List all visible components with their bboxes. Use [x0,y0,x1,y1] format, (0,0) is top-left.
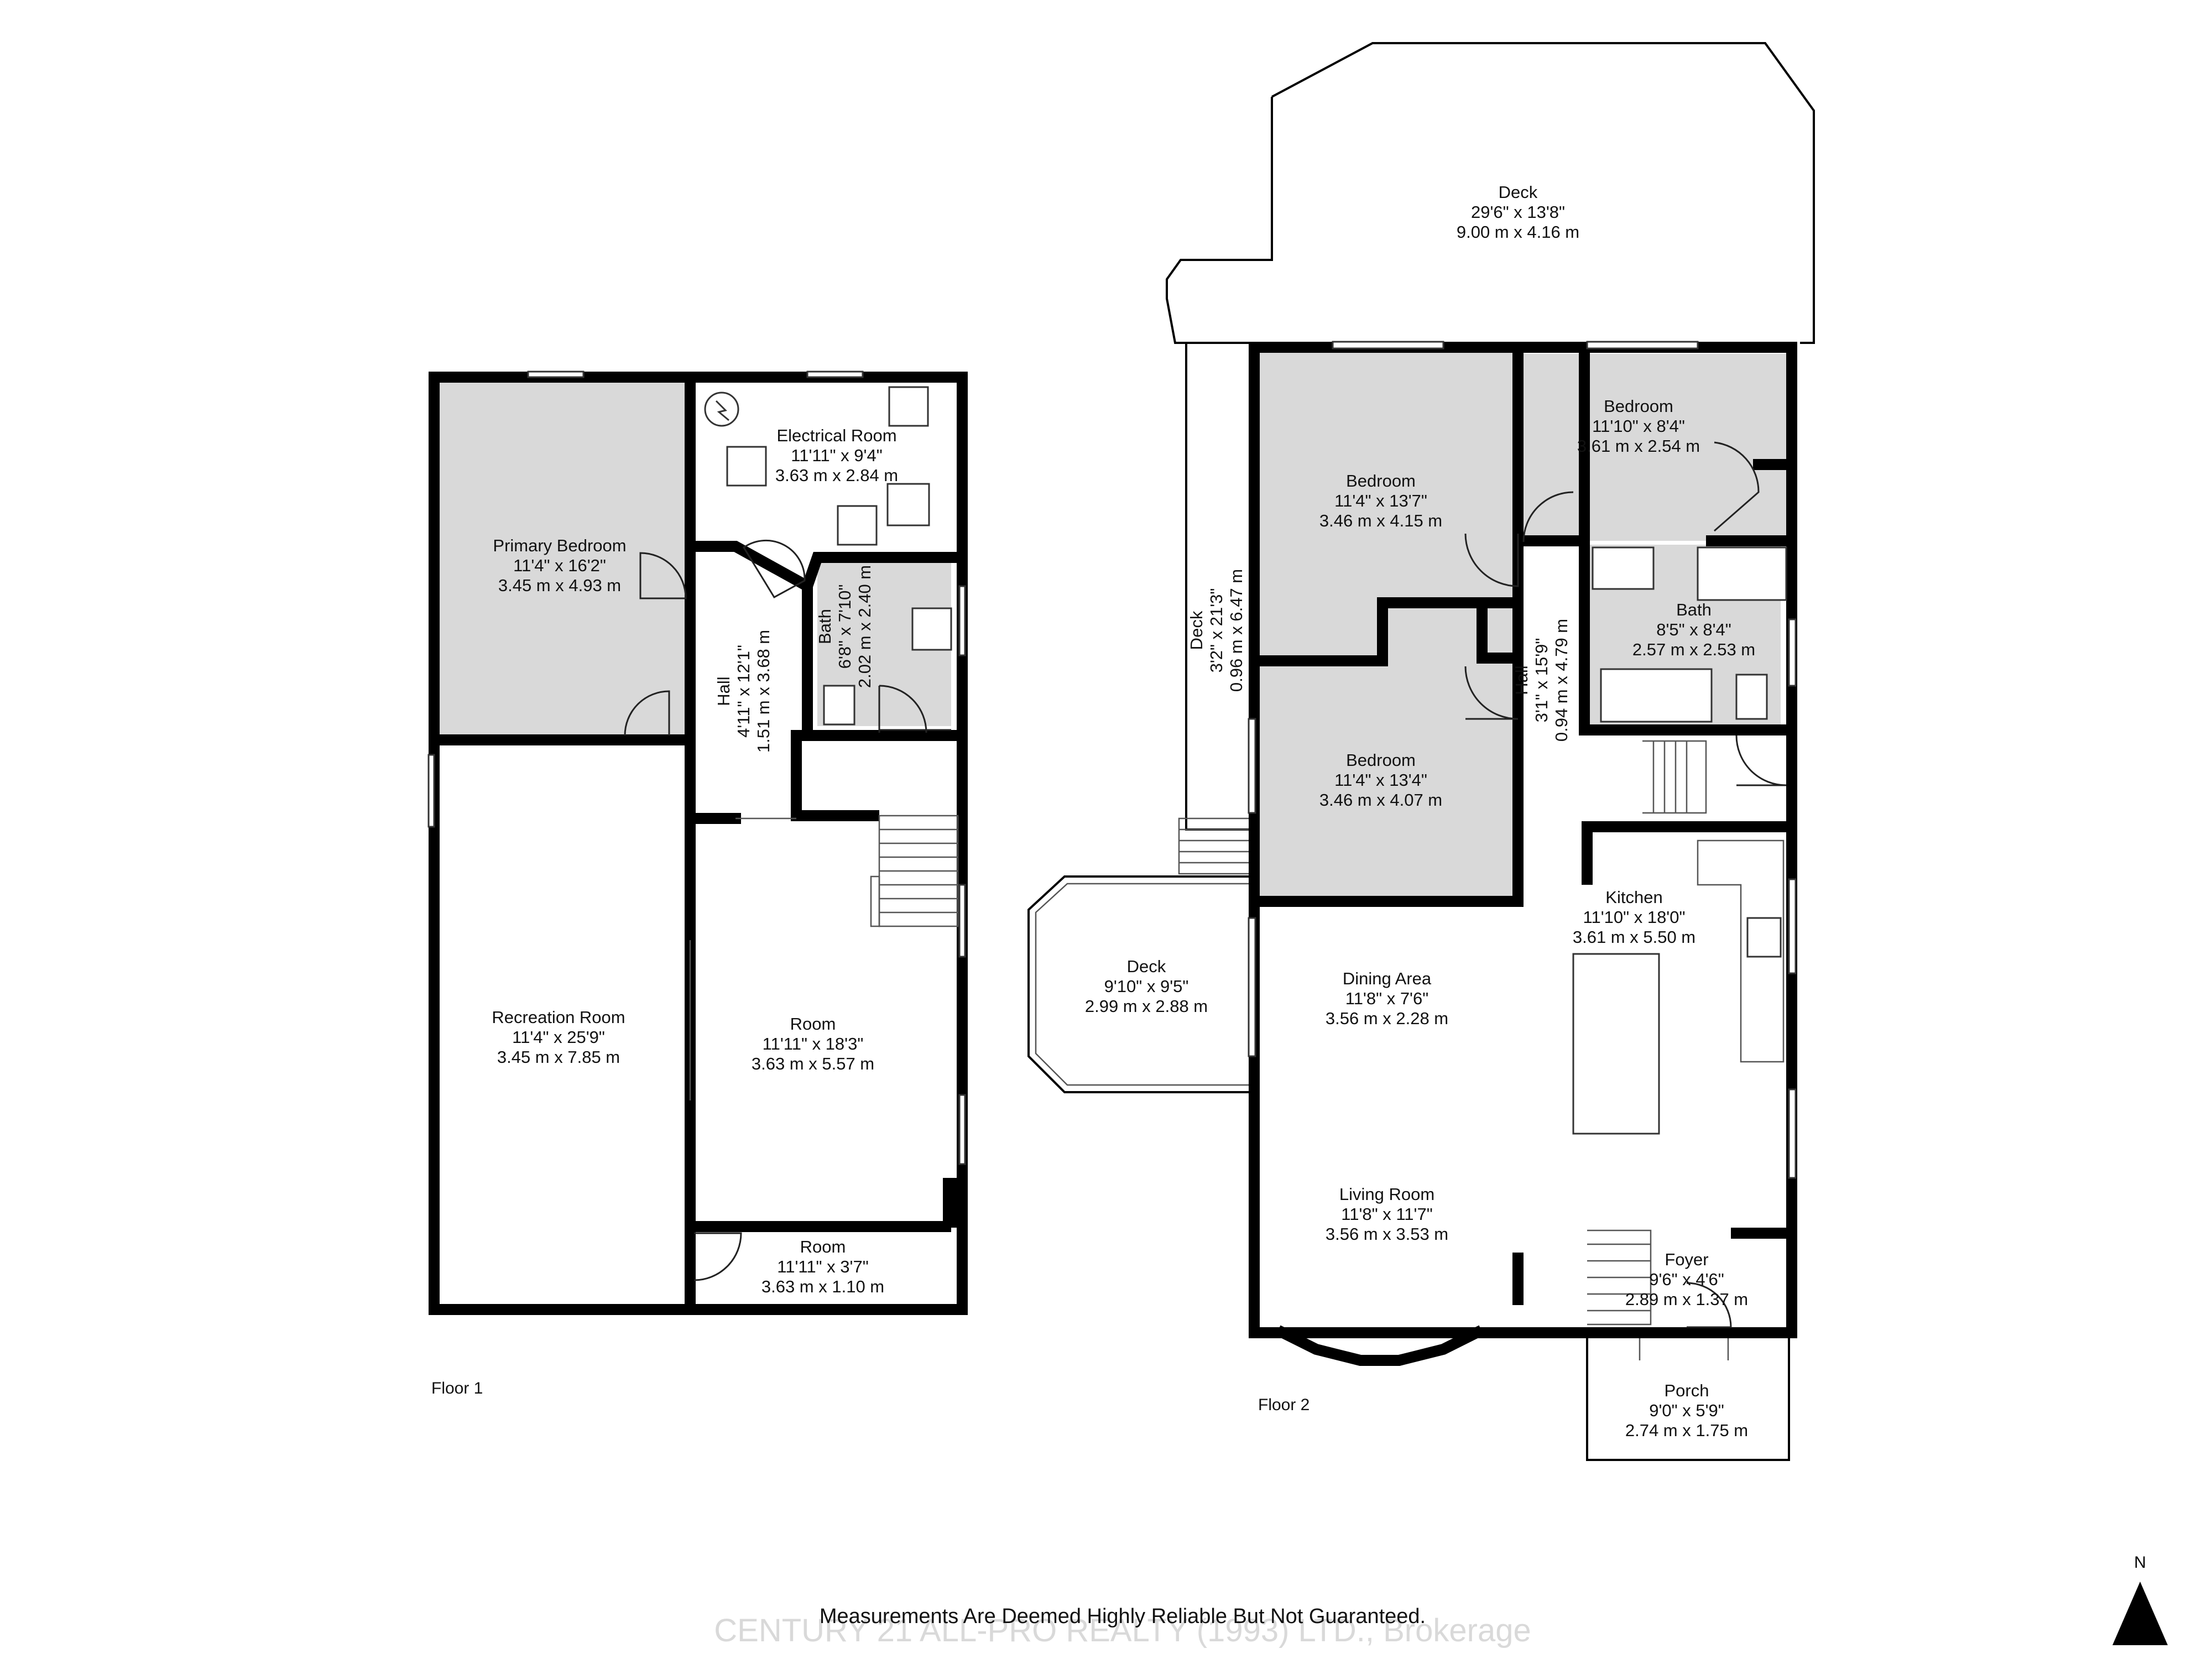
recreation-room-label: Recreation Room 11'4" x 25'9" 3.45 m x 7… [492,1008,625,1067]
compass-label: N [2134,1553,2146,1572]
room-metric: 3.63 m x 5.57 m [752,1054,874,1073]
room-name: Bedroom [1604,397,1673,416]
bedroom-2-label: Bedroom 11'10" x 8'4" 3.61 m x 2.54 m [1577,397,1700,456]
room-metric: 1.51 m x 3.68 m [754,630,773,753]
room-name: Deck [1499,182,1538,202]
room-large-label: Room 11'11" x 18'3" 3.63 m x 5.57 m [752,1014,874,1073]
room-metric: 2.99 m x 2.88 m [1085,997,1208,1016]
room-metric: 3.61 m x 5.50 m [1573,927,1695,947]
room-imperial: 11'4" x 13'7" [1334,491,1427,510]
room-imperial: 11'4" x 13'4" [1334,770,1427,790]
room-metric: 0.96 m x 6.47 m [1227,569,1246,692]
room-name: Bath [815,609,834,644]
room-imperial: 11'11" x 3'7" [777,1257,868,1276]
room-imperial: 11'11" x 9'4" [791,446,882,465]
north-arrow-icon: N [2112,1553,2168,1645]
room-imperial: 11'8" x 7'6" [1345,989,1428,1008]
floor-1-plan [427,371,968,1315]
room-name: Hall [1512,665,1531,695]
primary-bedroom-label: Primary Bedroom 11'4" x 16'2" 3.45 m x 4… [493,536,626,595]
room-name: Dining Area [1343,969,1432,988]
disclaimer: Measurements Are Deemed Highly Reliable … [820,1605,1426,1628]
bath-floor1-label: Bath 6'8" x 7'10" 2.02 m x 2.40 m [815,565,874,688]
room-name: Living Room [1339,1185,1434,1204]
room-imperial: 8'5" x 8'4" [1656,620,1731,639]
living-room-label: Living Room 11'8" x 11'7" 3.56 m x 3.53 … [1326,1185,1448,1244]
floor-1-label: Floor 1 [431,1379,483,1397]
room-imperial: 11'4" x 16'2" [513,556,606,575]
bedroom-3-label: Bedroom 11'4" x 13'4" 3.46 m x 4.07 m [1319,750,1442,810]
room-metric: 0.94 m x 4.79 m [1552,619,1571,742]
room-imperial: 11'10" x 18'0" [1583,907,1686,927]
room-metric: 3.63 m x 1.10 m [761,1277,884,1296]
room-imperial: 3'2" x 21'3" [1207,588,1226,673]
room-metric: 3.46 m x 4.07 m [1319,790,1442,810]
room-metric: 3.56 m x 2.28 m [1326,1009,1448,1028]
porch-label: Porch 9'0" x 5'9" 2.74 m x 1.75 m [1625,1381,1748,1440]
room-metric: 3.56 m x 3.53 m [1326,1224,1448,1244]
room-metric: 3.61 m x 2.54 m [1577,436,1700,456]
room-metric: 3.46 m x 4.15 m [1319,511,1442,530]
bath-floor2-label: Bath 8'5" x 8'4" 2.57 m x 2.53 m [1632,600,1755,659]
hall-floor2-label: Hall 3'1" x 15'9" 0.94 m x 4.79 m [1512,619,1571,742]
room-name: Bedroom [1346,471,1416,491]
room-imperial: 11'8" x 11'7" [1341,1204,1432,1224]
room-imperial: 9'6" x 4'6" [1649,1270,1724,1289]
floor-2-label: Floor 2 [1258,1396,1310,1414]
room-imperial: 4'11" x 12'1" [734,645,753,738]
room-metric: 3.45 m x 4.93 m [498,576,621,595]
room-name: Primary Bedroom [493,536,626,555]
kitchen-label: Kitchen 11'10" x 18'0" 3.61 m x 5.50 m [1573,888,1695,947]
room-imperial: 11'11" x 18'3" [763,1034,864,1053]
brokerage-watermark: CENTURY 21 ALL-PRO REALTY (1993) LTD., B… [714,1613,1531,1648]
room-name: Foyer [1665,1250,1708,1269]
foyer-label: Foyer 9'6" x 4'6" 2.89 m x 1.37 m [1625,1250,1748,1309]
electrical-room-label: Electrical Room 11'11" x 9'4" 3.63 m x 2… [775,426,898,485]
deck-bay-label: Deck 9'10" x 9'5" 2.99 m x 2.88 m [1085,957,1208,1016]
room-metric: 2.57 m x 2.53 m [1632,640,1755,659]
room-name: Kitchen [1605,888,1662,907]
room-metric: 3.63 m x 2.84 m [775,466,898,485]
room-imperial: 3'1" x 15'9" [1532,638,1551,723]
room-name: Bedroom [1346,750,1416,770]
room-name: Porch [1665,1381,1709,1400]
room-name: Deck [1187,611,1206,650]
room-imperial: 11'4" x 25'9" [512,1027,605,1047]
room-name: Electrical Room [776,426,896,445]
bedroom-1-label: Bedroom 11'4" x 13'7" 3.46 m x 4.15 m [1319,471,1442,530]
hall-floor1-label: Hall 4'11" x 12'1" 1.51 m x 3.68 m [714,630,773,753]
room-metric: 9.00 m x 4.16 m [1457,222,1579,242]
deck-side-label: Deck 3'2" x 21'3" 0.96 m x 6.47 m [1187,569,1246,692]
room-imperial: 29'6" x 13'8" [1471,202,1565,222]
room-imperial: 9'0" x 5'9" [1649,1401,1724,1420]
room-name: Bath [1676,600,1712,619]
room-metric: 3.45 m x 7.85 m [497,1047,620,1067]
dining-area-label: Dining Area 11'8" x 7'6" 3.56 m x 2.28 m [1326,969,1448,1028]
room-metric: 2.89 m x 1.37 m [1625,1290,1748,1309]
room-name: Room [800,1237,846,1256]
room-metric: 2.02 m x 2.40 m [855,565,874,688]
room-imperial: 9'10" x 9'5" [1104,977,1189,996]
room-metric: 2.74 m x 1.75 m [1625,1421,1748,1440]
room-small-label: Room 11'11" x 3'7" 3.63 m x 1.10 m [761,1237,884,1296]
room-imperial: 6'8" x 7'10" [835,585,854,669]
deck-top-label: Deck 29'6" x 13'8" 9.00 m x 4.16 m [1457,182,1579,242]
floor-2-plan [1027,42,1815,1461]
room-name: Recreation Room [492,1008,625,1027]
room-name: Deck [1127,957,1166,976]
room-name: Room [790,1014,836,1034]
room-imperial: 11'10" x 8'4" [1592,416,1685,436]
room-name: Hall [714,676,733,706]
